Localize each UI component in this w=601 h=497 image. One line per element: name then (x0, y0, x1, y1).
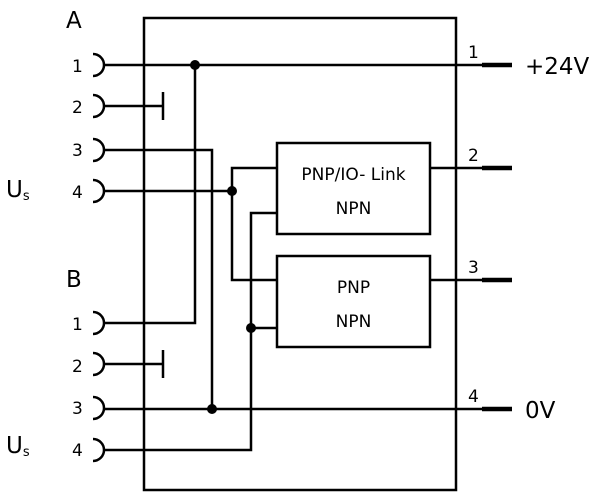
socket-contact-a4 (92, 178, 106, 204)
output-pin-number-1: 1 (468, 43, 479, 63)
connector-a-supply-label: Us (6, 177, 30, 204)
socket-contact-a1 (92, 52, 106, 78)
connector-a-pin-3: 3 (72, 141, 83, 161)
connector-b-pin-2: 2 (72, 357, 83, 377)
module-lower (275, 254, 432, 349)
wire-a4-to-lower-module (230, 191, 277, 282)
socket-contact-a3 (92, 137, 106, 163)
socket-contact-b1 (92, 310, 106, 336)
junction-dot-a4 (227, 186, 237, 196)
housing-frame (142, 16, 458, 492)
module-upper-line1: PNP/IO- Link (301, 165, 405, 185)
output-label-0v: 0V (525, 398, 556, 424)
connector-b-pin-3: 3 (72, 399, 83, 419)
output-pin-number-3: 3 (468, 258, 479, 278)
socket-contact-b3 (92, 395, 106, 421)
junction-dot-b4 (246, 323, 256, 333)
module-lower-line2: NPN (336, 312, 372, 332)
socket-contact-b2 (92, 351, 106, 377)
wire-a4-to-upper-module (230, 166, 277, 191)
connector-b-supply-label: Us (6, 433, 30, 460)
module-upper-line2: NPN (336, 199, 372, 219)
module-lower-line1: PNP (337, 278, 370, 298)
connector-a-pin-2: 2 (72, 98, 83, 118)
connector-a-pin-1: 1 (72, 57, 83, 77)
connector-b-pin-1: 1 (72, 315, 83, 335)
output-label-24v: +24V (525, 54, 590, 80)
connector-a-label: A (66, 8, 82, 34)
module-upper (275, 141, 432, 236)
socket-contact-a2 (92, 93, 106, 119)
junction-dot-0v (207, 404, 217, 414)
socket-contact-b4 (92, 437, 106, 463)
wire-a3 (103, 148, 214, 409)
output-pin-number-2: 2 (468, 146, 479, 166)
junction-dot-24v (190, 60, 200, 70)
connector-b-pin-4: 4 (72, 441, 83, 461)
output-pin-number-4: 4 (468, 387, 479, 407)
connector-b-label: B (66, 267, 82, 293)
connector-a-pin-4: 4 (72, 183, 83, 203)
wire-b1 (103, 65, 197, 325)
